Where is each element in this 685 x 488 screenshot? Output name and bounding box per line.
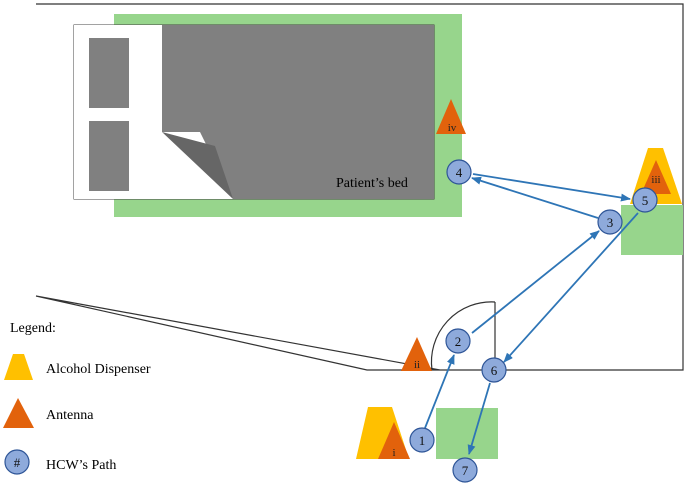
path-node-3: 3: [597, 209, 623, 235]
path-arrow-3-4: [471, 176, 599, 219]
svg-text:i: i: [392, 447, 395, 459]
patient-bed: Patient’s bed: [73, 24, 435, 200]
svg-text:ii: ii: [414, 359, 420, 371]
bed-label: Patient’s bed: [336, 176, 408, 191]
legend-label-antenna: Antenna: [46, 408, 94, 423]
svg-text:2: 2: [455, 334, 462, 349]
svg-text:6: 6: [491, 363, 498, 378]
antenna-iv: iv: [436, 99, 466, 134]
svg-text:7: 7: [462, 463, 469, 478]
pillow-top: [89, 38, 129, 108]
dispenser-zone-right: [621, 205, 683, 255]
svg-text:iii: iii: [651, 174, 660, 186]
path-node-4: 4: [446, 159, 472, 185]
svg-text:4: 4: [456, 165, 463, 180]
path-arrow-2-3: [471, 230, 600, 334]
legend: Legend: Alcohol Dispenser Antenna # HCW’…: [3, 321, 151, 475]
path-node-icon: [4, 449, 30, 475]
path-arrow-4-5: [472, 173, 631, 202]
antenna-iii: iii: [641, 160, 671, 194]
svg-text:3: 3: [607, 215, 614, 230]
antenna-icon: [3, 398, 34, 428]
svg-text:iv: iv: [448, 122, 457, 134]
path-arrow-6-7: [467, 382, 491, 455]
path-node-7: 7: [452, 457, 478, 483]
legend-title: Legend:: [10, 321, 56, 336]
svg-text:1: 1: [419, 433, 426, 448]
path-arrow-1-2: [424, 354, 455, 429]
legend-label-hcw-path: HCW’s Path: [46, 458, 116, 473]
bed-sheet-corner: [162, 132, 233, 199]
path-node-1: 1: [409, 427, 435, 453]
hcw-path-arrows: [424, 173, 639, 455]
path-node-icon-symbol: #: [14, 455, 21, 470]
alcohol-dispenser-icon: [4, 354, 33, 380]
svg-text:5: 5: [642, 193, 649, 208]
dispenser-zone-entrance: [436, 408, 498, 459]
pillow-bottom: [89, 121, 129, 191]
antenna-ii: ii: [401, 337, 432, 371]
legend-label-alcohol-dispenser: Alcohol Dispenser: [46, 362, 151, 377]
path-arrow-5-6: [503, 212, 639, 363]
path-node-2: 2: [445, 328, 471, 354]
path-node-5: 5: [632, 187, 658, 213]
path-node-6: 6: [481, 357, 507, 383]
antenna-i: i: [378, 422, 410, 459]
